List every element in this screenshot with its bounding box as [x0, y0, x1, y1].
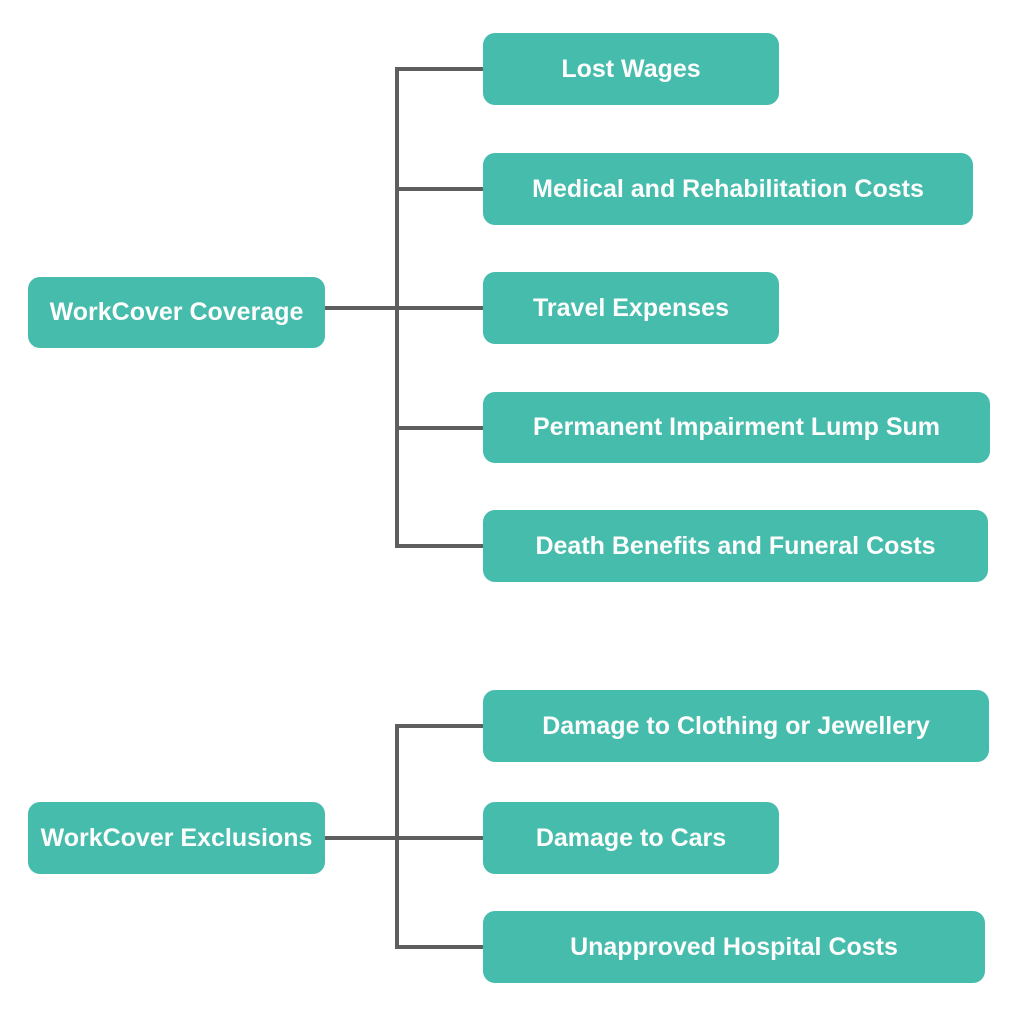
node-label: Damage to Cars [535, 823, 727, 852]
node-label: Travel Expenses [533, 293, 729, 322]
node-label: Lost Wages [561, 54, 701, 83]
node-label: WorkCover Coverage [49, 298, 304, 326]
node-damage-to-cars[interactable]: Damage to Cars [483, 802, 779, 874]
node-damage-clothing-jewellery[interactable]: Damage to Clothing or Jewellery [483, 690, 989, 762]
node-label: Unapproved Hospital Costs [570, 932, 898, 961]
node-label: Medical and Rehabilitation Costs [532, 174, 924, 203]
node-workcover-exclusions[interactable]: WorkCover Exclusions [28, 802, 325, 874]
node-workcover-coverage[interactable]: WorkCover Coverage [28, 277, 325, 348]
node-death-benefits-funeral-costs[interactable]: Death Benefits and Funeral Costs [483, 510, 988, 582]
node-label: WorkCover Exclusions [40, 823, 313, 852]
node-label: Death Benefits and Funeral Costs [535, 531, 936, 560]
node-medical-rehabilitation-costs[interactable]: Medical and Rehabilitation Costs [483, 153, 973, 225]
node-lost-wages[interactable]: Lost Wages [483, 33, 779, 105]
node-label: Permanent Impairment Lump Sum [532, 413, 941, 441]
node-unapproved-hospital-costs[interactable]: Unapproved Hospital Costs [483, 911, 985, 983]
node-permanent-impairment-lump-sum[interactable]: Permanent Impairment Lump Sum [483, 392, 990, 463]
node-label: Damage to Clothing or Jewellery [542, 711, 930, 740]
node-travel-expenses[interactable]: Travel Expenses [483, 272, 779, 344]
